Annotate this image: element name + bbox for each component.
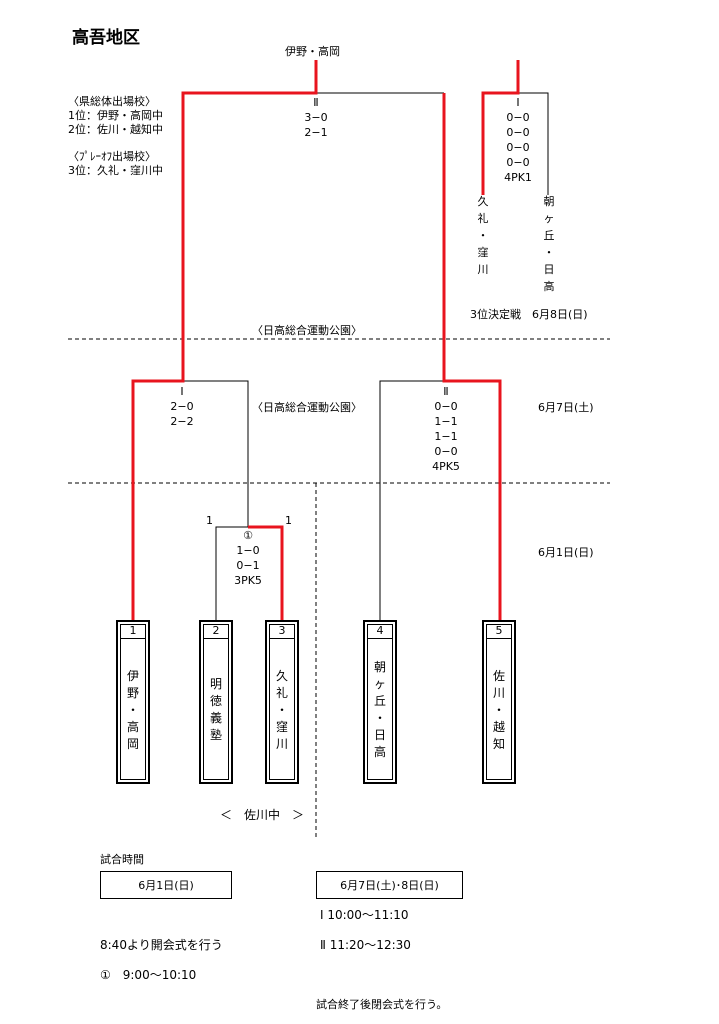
first-round-score-1: 1−0 bbox=[236, 544, 260, 557]
third-loser-path bbox=[518, 92, 549, 195]
third-place-match: Ⅰ 0−0 0−0 0−0 0−0 4PK1 bbox=[496, 95, 540, 185]
prefectural-header: 〈県総体出場校〉 bbox=[68, 95, 156, 108]
final-venue: 〈日高総合運動公園〉 bbox=[252, 324, 362, 337]
third-place-date: 3位決定戦 6月8日(日) bbox=[470, 308, 588, 321]
team-number: 4 bbox=[368, 624, 392, 639]
team-name: 明 徳 義 塾 bbox=[209, 677, 222, 742]
first-round-right-score: 1 bbox=[285, 514, 292, 527]
team-name: 朝 ヶ 丘 ・ 日 高 bbox=[373, 660, 386, 759]
team-number: 1 bbox=[121, 624, 145, 639]
semi1-label: Ⅰ bbox=[180, 385, 184, 398]
team-box-4: 4 朝 ヶ 丘 ・ 日 高 bbox=[363, 620, 397, 784]
semi2-score-3: 1−1 bbox=[434, 430, 458, 443]
final-match: Ⅱ 3−0 2−1 bbox=[296, 95, 336, 140]
playoff-header: 〈ﾌﾟﾚｰｵﾌ出場校〉 bbox=[68, 150, 156, 163]
final-score-1: 3−0 bbox=[304, 111, 328, 124]
first-round-winner-path bbox=[248, 525, 284, 620]
semi2-score-2: 1−1 bbox=[434, 415, 458, 428]
semi2-score-4: 0−0 bbox=[434, 445, 458, 458]
team-number: 3 bbox=[270, 624, 294, 639]
schedule-slot-1: ① 9:00〜10:10 bbox=[100, 968, 197, 982]
third-winner-path bbox=[481, 60, 520, 195]
semi-date: 6月7日(土) bbox=[538, 401, 594, 414]
semi2-match: Ⅱ 0−0 1−1 1−1 0−0 4PK5 bbox=[424, 384, 468, 474]
first-round-venue: ＜ 佐川中 ＞ bbox=[220, 808, 305, 822]
first-round-loser-path bbox=[215, 526, 248, 620]
schedule-day1-box: 6月1日(日) bbox=[100, 871, 232, 899]
semi2-winner-path bbox=[442, 93, 502, 620]
schedule-opening: 8:40より開会式を行う bbox=[100, 938, 223, 952]
semi2-loser-path bbox=[379, 380, 444, 620]
qualifier-third: 3位：久礼・窪川中 bbox=[68, 164, 163, 177]
third-score-2: 0−0 bbox=[506, 126, 530, 139]
final-score-2: 2−1 bbox=[304, 126, 328, 139]
team-box-5: 5 佐 川 ・ 越 知 bbox=[482, 620, 516, 784]
final-match-label: Ⅱ bbox=[313, 96, 319, 109]
third-score-pk: 4PK1 bbox=[504, 171, 532, 184]
semi2-score-1: 0−0 bbox=[434, 400, 458, 413]
team-name: 伊 野 ・ 高 岡 bbox=[126, 668, 139, 751]
schedule-slot-I: Ⅰ 10:00〜11:10 bbox=[320, 908, 409, 922]
schedule-slot-II: Ⅱ 11:20〜12:30 bbox=[320, 938, 411, 952]
first-round-match: ① 1−0 0−1 3PK5 bbox=[226, 528, 270, 588]
champion-name: 伊野・高岡 bbox=[285, 45, 340, 58]
third-match-label: Ⅰ bbox=[516, 96, 520, 109]
semi2-score-pk: 4PK5 bbox=[432, 460, 460, 473]
schedule-header: 試合時間 bbox=[100, 853, 144, 866]
third-score-3: 0−0 bbox=[506, 141, 530, 154]
first-round-score-2: 0−1 bbox=[236, 559, 260, 572]
first-round-score-pk: 3PK5 bbox=[234, 574, 262, 587]
semi-venue: 〈日高総合運動公園〉 bbox=[252, 401, 362, 414]
first-round-date: 6月1日(日) bbox=[538, 546, 594, 559]
team-box-3: 3 久 礼 ・ 窪 川 bbox=[265, 620, 299, 784]
team-box-1: 1 伊 野 ・ 高 岡 bbox=[116, 620, 150, 784]
page-title: 高吾地区 bbox=[72, 28, 140, 48]
team-number: 5 bbox=[487, 624, 511, 639]
semi2-label: Ⅱ bbox=[443, 385, 449, 398]
schedule-closing: 試合終了後閉会式を行う。 bbox=[316, 998, 448, 1011]
first-round-left-score: 1 bbox=[206, 514, 213, 527]
semi1-match: Ⅰ 2−0 2−2 bbox=[162, 384, 202, 429]
semi1-loser-path bbox=[183, 380, 249, 527]
semi1-score-1: 2−0 bbox=[170, 400, 194, 413]
qualifier-first: 1位：伊野・高岡中 bbox=[68, 109, 163, 122]
third-score-4: 0−0 bbox=[506, 156, 530, 169]
team-name: 久 礼 ・ 窪 川 bbox=[275, 668, 288, 751]
third-score-1: 0−0 bbox=[506, 111, 530, 124]
schedule-day2-box: 6月7日(土)･8日(日) bbox=[316, 871, 463, 899]
qualifier-second: 2位：佐川・越知中 bbox=[68, 123, 163, 136]
final-winner-path bbox=[131, 60, 318, 620]
team-box-2: 2 明 徳 義 塾 bbox=[199, 620, 233, 784]
team-name: 佐 川 ・ 越 知 bbox=[492, 668, 505, 751]
third-left-team: 久 礼 ・ 窪 川 bbox=[477, 195, 489, 276]
first-round-label: ① bbox=[243, 529, 253, 542]
semi1-score-2: 2−2 bbox=[170, 415, 194, 428]
third-right-team: 朝 ヶ 丘 ・ 日 高 bbox=[543, 195, 555, 293]
team-number: 2 bbox=[204, 624, 228, 639]
